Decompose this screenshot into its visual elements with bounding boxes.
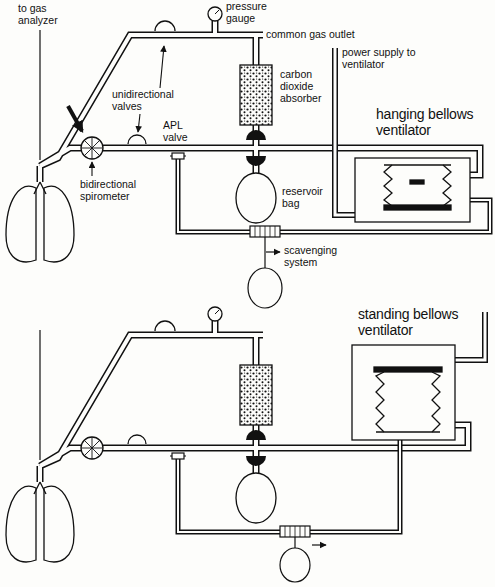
hanging-bellows: [410, 180, 424, 184]
callout-arrows: [138, 114, 140, 132]
scavenging-parts: [280, 526, 310, 537]
standing-bellows: [352, 345, 455, 440]
standing-bellows: [376, 431, 440, 432]
hanging-bellows: [384, 165, 392, 206]
standing-bellows: [432, 372, 440, 432]
standing-bellows: [374, 367, 442, 372]
breathing-tubes: [455, 312, 485, 360]
standing-bellows: [376, 372, 384, 432]
hanging-bellows: [443, 165, 451, 206]
scavenging-parts: [312, 544, 326, 545]
scavenging-parts: [280, 526, 326, 582]
scavenging-parts: [250, 226, 280, 237]
part-label: scavenging system: [284, 244, 346, 268]
circle-system: [6, 7, 276, 262]
part-label: standing bellows ventilator: [358, 306, 474, 338]
scavenging-parts: [294, 537, 295, 548]
scavenging-parts: [248, 268, 282, 308]
part-label: to gas analyzer: [18, 2, 68, 26]
breathing-tubes: [178, 159, 490, 232]
breathing-tubes: [178, 159, 490, 232]
breathing-tubes: [178, 440, 400, 532]
scavenging-parts: [248, 226, 282, 308]
scavenging-parts: [285, 526, 305, 537]
callout-arrows: [160, 46, 164, 88]
callout-arrows: [91, 162, 92, 176]
hanging-bellows: [384, 164, 451, 165]
hanging-bellows: [355, 158, 470, 222]
part-label: pressure gauge: [226, 0, 281, 24]
breathing-tubes: [455, 312, 485, 360]
breathing-tubes: [178, 440, 400, 532]
standing-bellows: [352, 345, 455, 440]
hanging-bellows: [355, 158, 470, 222]
part-label: hanging bellows ventilator: [376, 106, 492, 138]
part-label: unidirectional valves: [112, 88, 194, 112]
hanging-bellows: [384, 205, 451, 210]
breathing-tubes: [335, 48, 355, 215]
scavenging-parts: [266, 251, 280, 252]
part-label: reservoir bag: [282, 185, 332, 209]
scavenging-parts: [255, 226, 275, 237]
part-label: carbon dioxide absorber: [280, 68, 332, 104]
part-label: power supply to ventilator: [342, 46, 424, 70]
breathing-tubes: [335, 48, 355, 215]
scavenging-parts: [264, 237, 265, 268]
part-label: bidirectional spirometer: [80, 178, 156, 202]
callout-arrows: [68, 106, 82, 131]
circle-system: [6, 307, 276, 562]
part-label: common gas outlet: [266, 28, 376, 40]
part-label: APL valve: [163, 119, 194, 143]
scavenging-parts: [280, 548, 310, 582]
